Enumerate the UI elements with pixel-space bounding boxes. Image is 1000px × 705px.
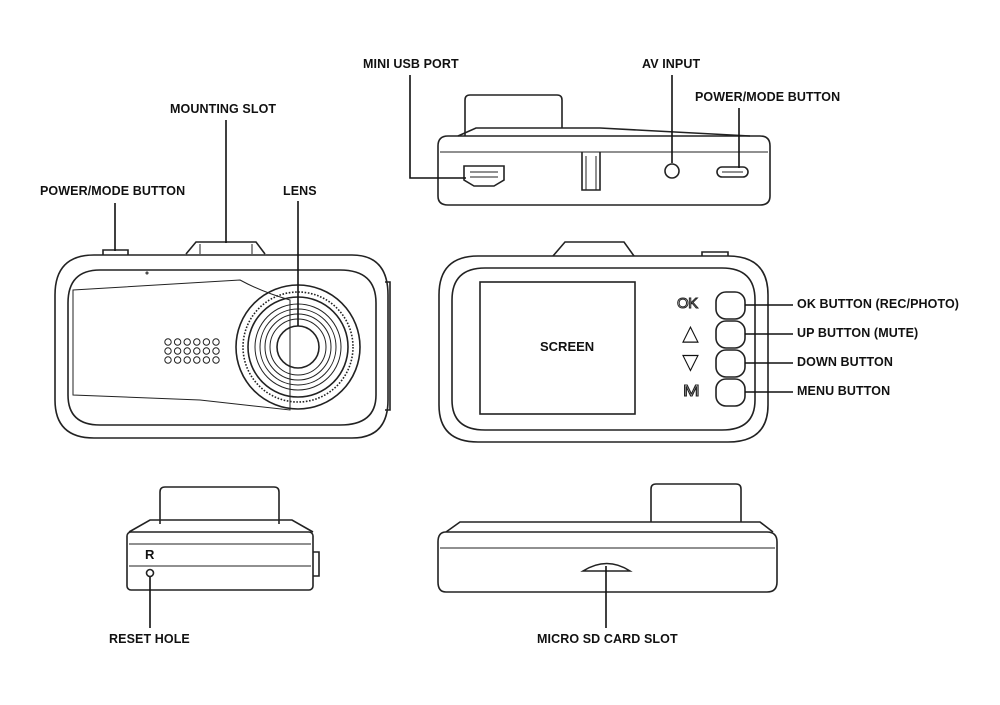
label-menu-button: MENU BUTTON: [797, 384, 891, 398]
speaker-hole: [193, 347, 201, 355]
top-view-mount-block: [464, 94, 563, 136]
leader-lines: [114, 75, 793, 628]
top-view-body: [437, 135, 771, 206]
label-lens: LENS: [283, 184, 317, 198]
side-view-mount-block: [159, 486, 280, 524]
side-body: [126, 531, 314, 591]
side-view: [126, 486, 320, 591]
top-view-upper-edge: [457, 127, 751, 137]
back-view: [438, 241, 769, 443]
screen-label: SCREEN: [540, 339, 595, 354]
speaker-hole: [212, 338, 220, 346]
speaker-hole: [173, 356, 182, 364]
top-power-button-slot: [716, 166, 749, 178]
speaker-hole: [164, 347, 172, 355]
speaker-hole: [212, 347, 220, 355]
back-body-inner: [451, 267, 756, 431]
speaker-hole: [193, 338, 201, 346]
speaker-hole: [183, 338, 191, 346]
label-micro-sd-card-slot: MICRO SD CARD SLOT: [537, 632, 678, 646]
screen-frame: [479, 281, 636, 415]
speaker-hole: [212, 356, 220, 364]
speaker-hole: [202, 347, 211, 355]
speaker-hole: [173, 347, 182, 355]
label-mini-usb-port: MINI USB PORT: [363, 57, 459, 71]
speaker-hole: [202, 338, 211, 346]
speaker-grille: [164, 338, 220, 364]
speaker-hole: [173, 338, 182, 346]
speaker-hole: [183, 356, 191, 364]
speaker-hole: [183, 347, 191, 355]
bottom-view: [437, 483, 778, 593]
label-av-input: AV INPUT: [642, 57, 701, 71]
mini-usb-port-drawing: [463, 165, 505, 187]
reset-marker-letter: R: [145, 547, 155, 562]
front-view: [54, 241, 391, 439]
front-body-inner: [67, 269, 377, 426]
label-power-mode-top: POWER/MODE BUTTON: [695, 90, 841, 104]
speaker-hole: [164, 338, 172, 346]
menu-glyph: M: [682, 383, 700, 401]
lens-knurl-ring: [242, 291, 354, 403]
front-face-contour: [72, 279, 291, 411]
av-input-jack: [664, 163, 680, 179]
up-arrow-icon: △: [682, 320, 699, 345]
leader-mini-usb: [409, 75, 466, 179]
label-ok-button: OK BUTTON (REC/PHOTO): [797, 297, 960, 311]
reset-hole-drawing: [145, 568, 155, 578]
top-view-center-notch: [581, 152, 601, 191]
mounting-slot-bump: [185, 241, 266, 255]
label-up-button: UP BUTTON (MUTE): [797, 326, 919, 340]
top-view: [437, 94, 771, 206]
bottom-view-mount-block: [650, 483, 742, 522]
back-view-mount-bump: [552, 241, 635, 257]
label-reset-hole: RESET HOLE: [109, 632, 190, 646]
label-down-button: DOWN BUTTON: [797, 355, 893, 369]
bottom-body: [437, 531, 778, 593]
ok-glyph: OK: [677, 295, 699, 313]
speaker-hole: [193, 356, 201, 364]
speaker-hole: [202, 356, 211, 364]
down-arrow-icon: ▽: [682, 349, 699, 374]
label-power-mode-front: POWER/MODE BUTTON: [40, 184, 186, 198]
back-body-outer: [438, 255, 769, 443]
speaker-hole: [164, 356, 172, 364]
label-mounting-slot: MOUNTING SLOT: [170, 102, 277, 116]
front-body-outer: [54, 254, 389, 439]
micro-sd-slot-drawing: [580, 562, 633, 572]
